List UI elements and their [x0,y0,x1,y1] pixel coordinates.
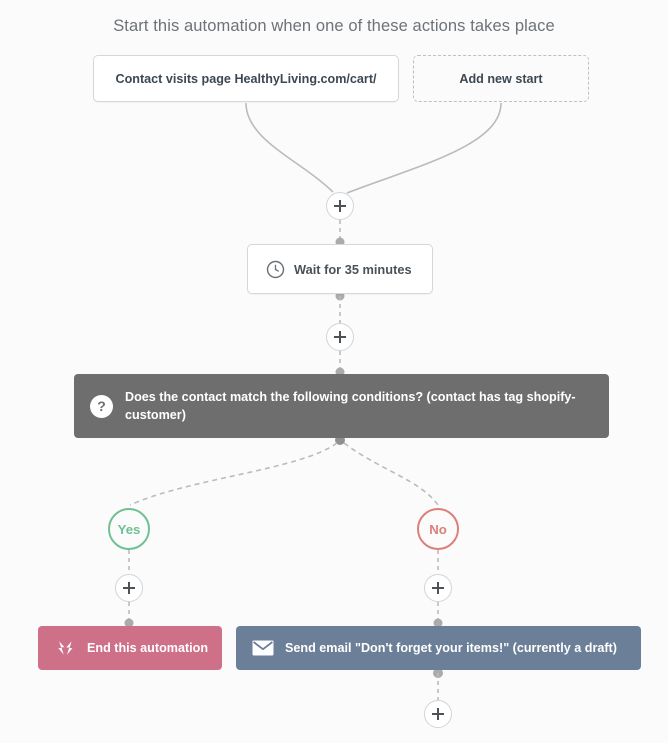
lightning-bolts-icon [54,640,76,656]
add-step-button-after-email[interactable] [424,700,452,728]
plus-icon [334,200,346,212]
add-step-button-after-wait[interactable] [326,323,354,351]
send-email-label: Send email "Don't forget your items!" (c… [285,641,617,655]
question-mark-icon: ? [90,394,113,418]
add-step-button-after-start[interactable] [326,192,354,220]
add-step-button-no-branch[interactable] [424,574,452,602]
add-step-button-yes-branch[interactable] [115,574,143,602]
clock-icon [266,260,285,279]
plus-icon [432,582,444,594]
plus-icon [123,582,135,594]
add-new-start-label: Add new start [459,71,543,86]
wait-step-label: Wait for 35 minutes [294,261,412,277]
plus-icon [432,708,444,720]
wait-step-node[interactable]: Wait for 35 minutes [247,244,433,294]
page-title: Start this automation when one of these … [113,17,555,35]
branch-yes-text: Yes [117,521,141,537]
branch-no-text: No [429,521,447,537]
branch-label-no[interactable]: No [417,508,459,550]
add-new-start-button[interactable]: Add new start [413,55,589,102]
plus-icon [334,331,346,343]
send-email-node[interactable]: Send email "Don't forget your items!" (c… [236,626,641,670]
branch-label-yes[interactable]: Yes [108,508,150,550]
start-trigger-box[interactable]: Contact visits page HealthyLiving.com/ca… [93,55,399,102]
end-automation-label: End this automation [87,641,209,655]
start-trigger-label: Contact visits page HealthyLiving.com/ca… [115,71,377,86]
envelope-icon [252,640,274,656]
condition-step-node[interactable]: ? Does the contact match the following c… [74,374,609,438]
condition-step-label: Does the contact match the following con… [125,389,576,422]
end-automation-node[interactable]: End this automation [38,626,222,670]
